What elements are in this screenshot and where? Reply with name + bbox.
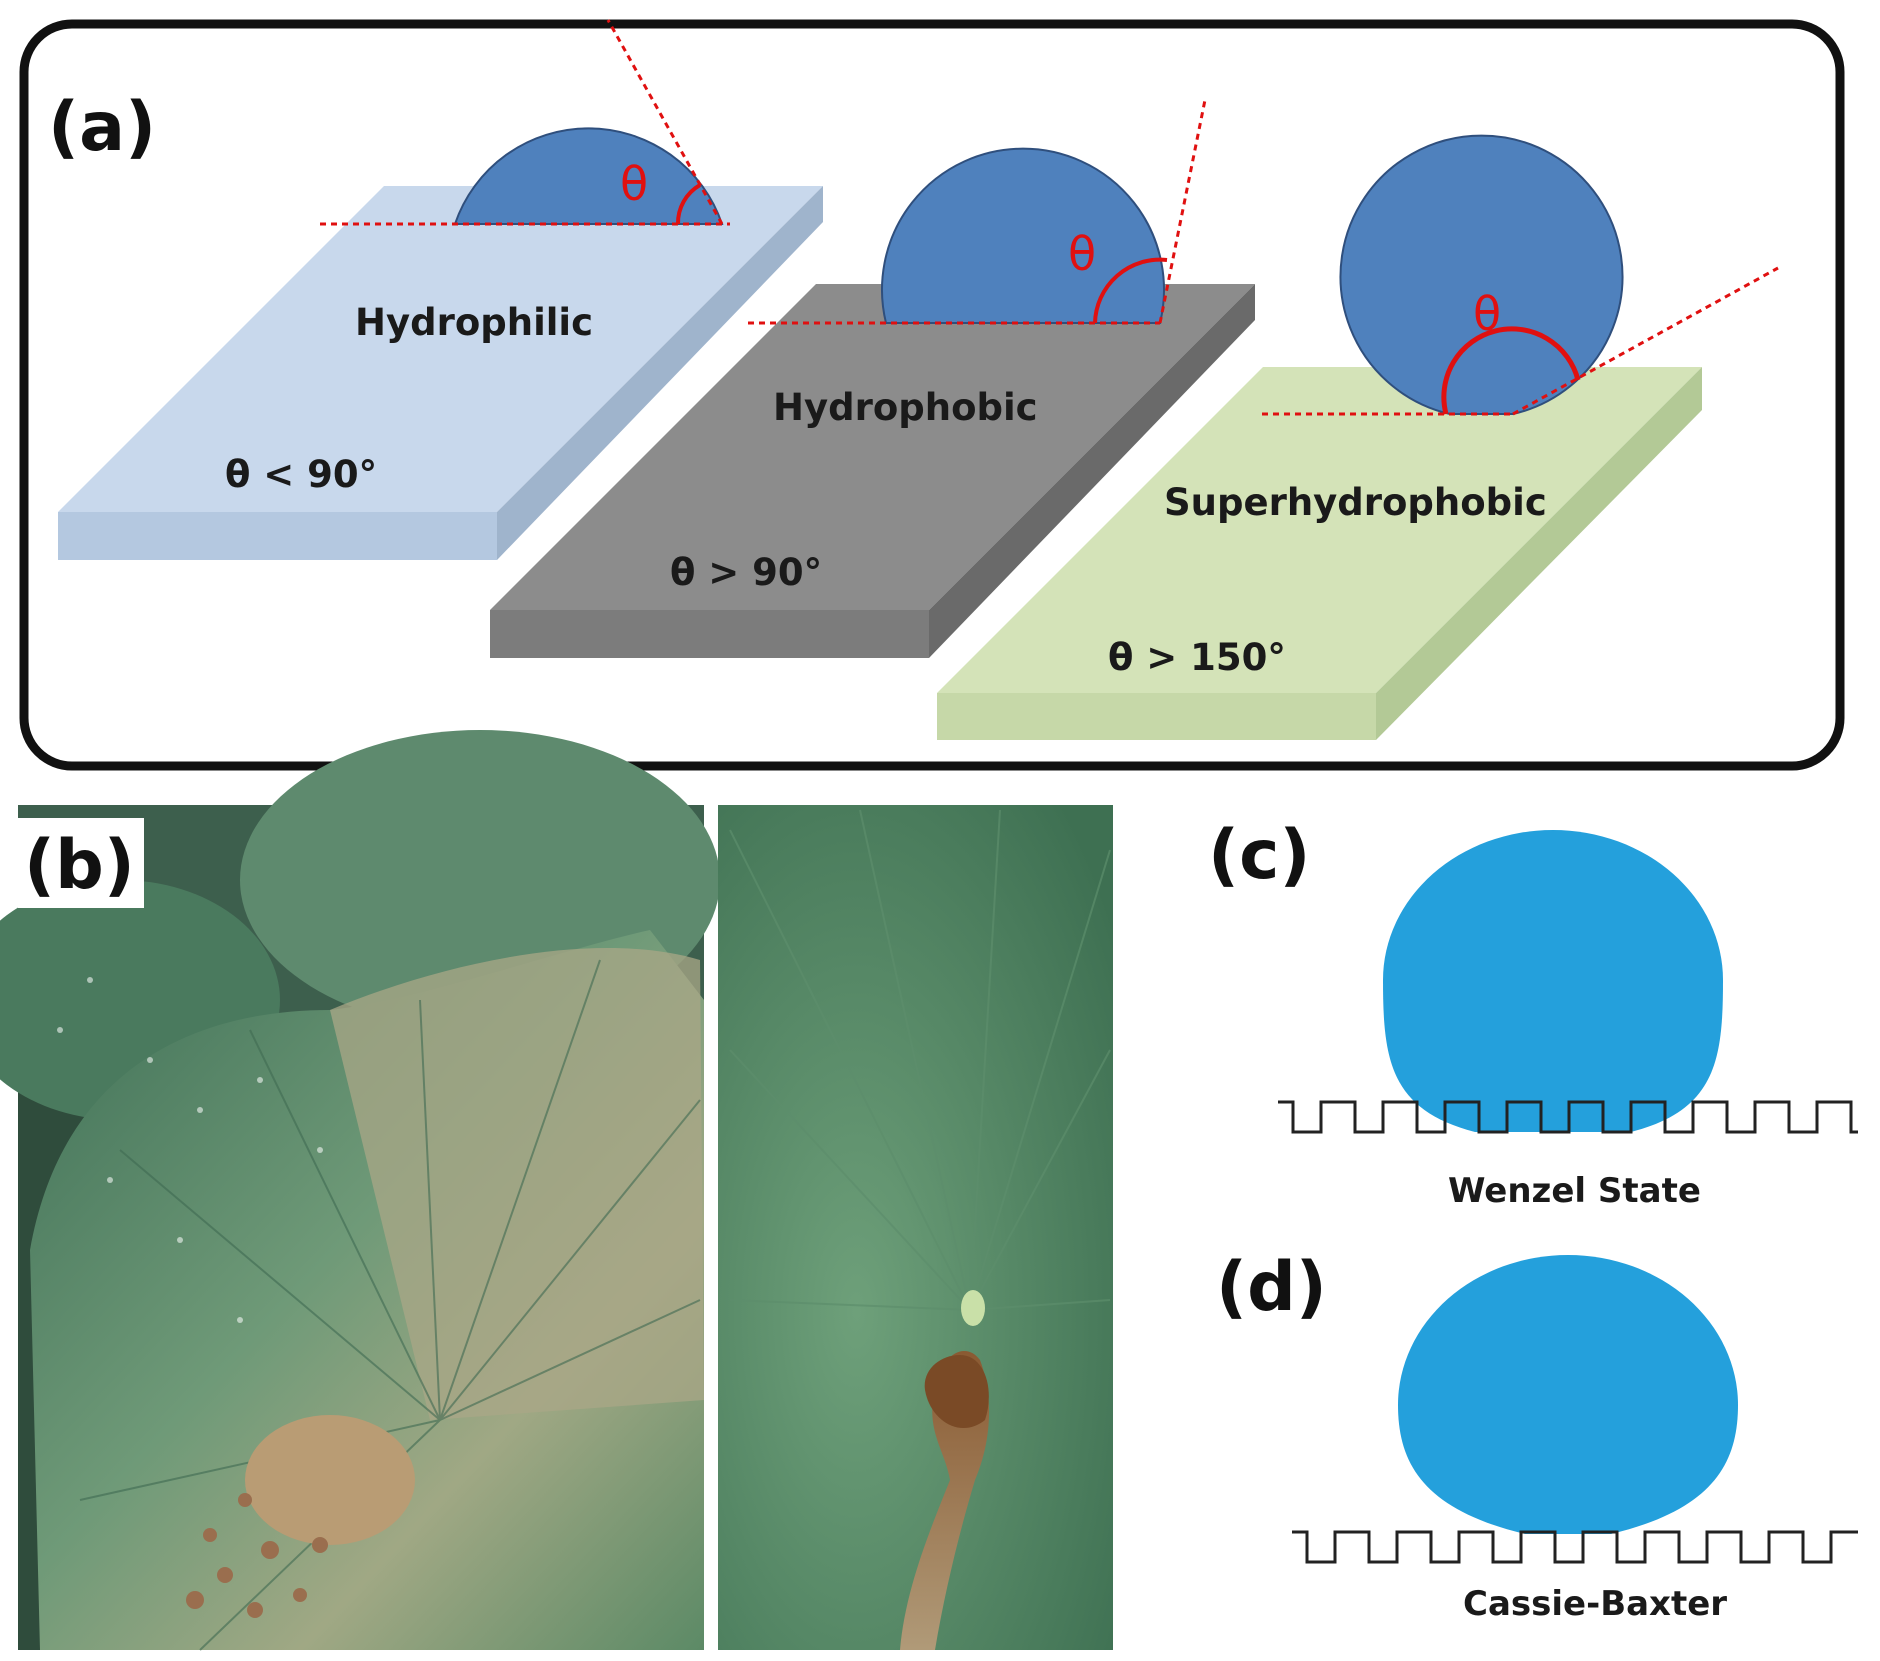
hydrophobic-droplet bbox=[881, 147, 1165, 324]
hydrophilic-droplet bbox=[453, 127, 724, 225]
hydrophilic-surface bbox=[58, 186, 823, 560]
panel-a-label: (a) bbox=[48, 88, 156, 167]
lotus-leaf-photo-right bbox=[718, 805, 1113, 1650]
hydrophilic-label: Hydrophilic bbox=[355, 301, 593, 344]
hydrophilic-theta: θ bbox=[620, 157, 648, 211]
wenzel-droplet bbox=[1383, 830, 1723, 1132]
panel-c: (c) Wenzel State bbox=[1208, 816, 1858, 1211]
panel-c-label: (c) bbox=[1208, 816, 1310, 895]
wenzel-textured-surface bbox=[1278, 1100, 1858, 1134]
panel-b-label-bg bbox=[18, 818, 144, 908]
panel-d-label: (d) bbox=[1216, 1248, 1327, 1327]
superhydrophobic-droplet bbox=[1339, 134, 1624, 415]
panel-d: (d) Cassie-Baxter bbox=[1216, 1248, 1858, 1624]
panel-a: (a) θ θ bbox=[19, 19, 1845, 771]
superhydrophobic-condition: θ > 150° bbox=[1108, 636, 1286, 679]
hydrophilic-condition: θ < 90° bbox=[225, 453, 377, 496]
superhydrophobic-theta: θ bbox=[1473, 287, 1501, 341]
panel-b: (b) bbox=[0, 730, 1113, 1651]
superhydrophobic-surface bbox=[937, 367, 1702, 740]
hydrophilic-tangent bbox=[606, 19, 724, 225]
panel-b-label: (b) bbox=[24, 826, 135, 905]
hydrophobic-angle-arc bbox=[1093, 257, 1168, 324]
hydrophobic-label: Hydrophobic bbox=[773, 386, 1038, 429]
hydrophobic-surface bbox=[490, 284, 1255, 658]
cassie-droplet bbox=[1398, 1255, 1738, 1534]
superhydrophobic-label: Superhydrophobic bbox=[1164, 481, 1547, 524]
cassie-textured-surface bbox=[1292, 1530, 1858, 1564]
hydrophilic-angle-arc bbox=[675, 183, 702, 225]
hydrophobic-condition: θ > 90° bbox=[670, 551, 822, 594]
hydrophobic-theta: θ bbox=[1068, 227, 1096, 281]
wenzel-caption: Wenzel State bbox=[1448, 1171, 1701, 1211]
superhydrophobic-angle-arc bbox=[1441, 326, 1581, 415]
cassie-caption: Cassie-Baxter bbox=[1463, 1584, 1727, 1624]
hydrophobic-tangent bbox=[1158, 99, 1207, 324]
